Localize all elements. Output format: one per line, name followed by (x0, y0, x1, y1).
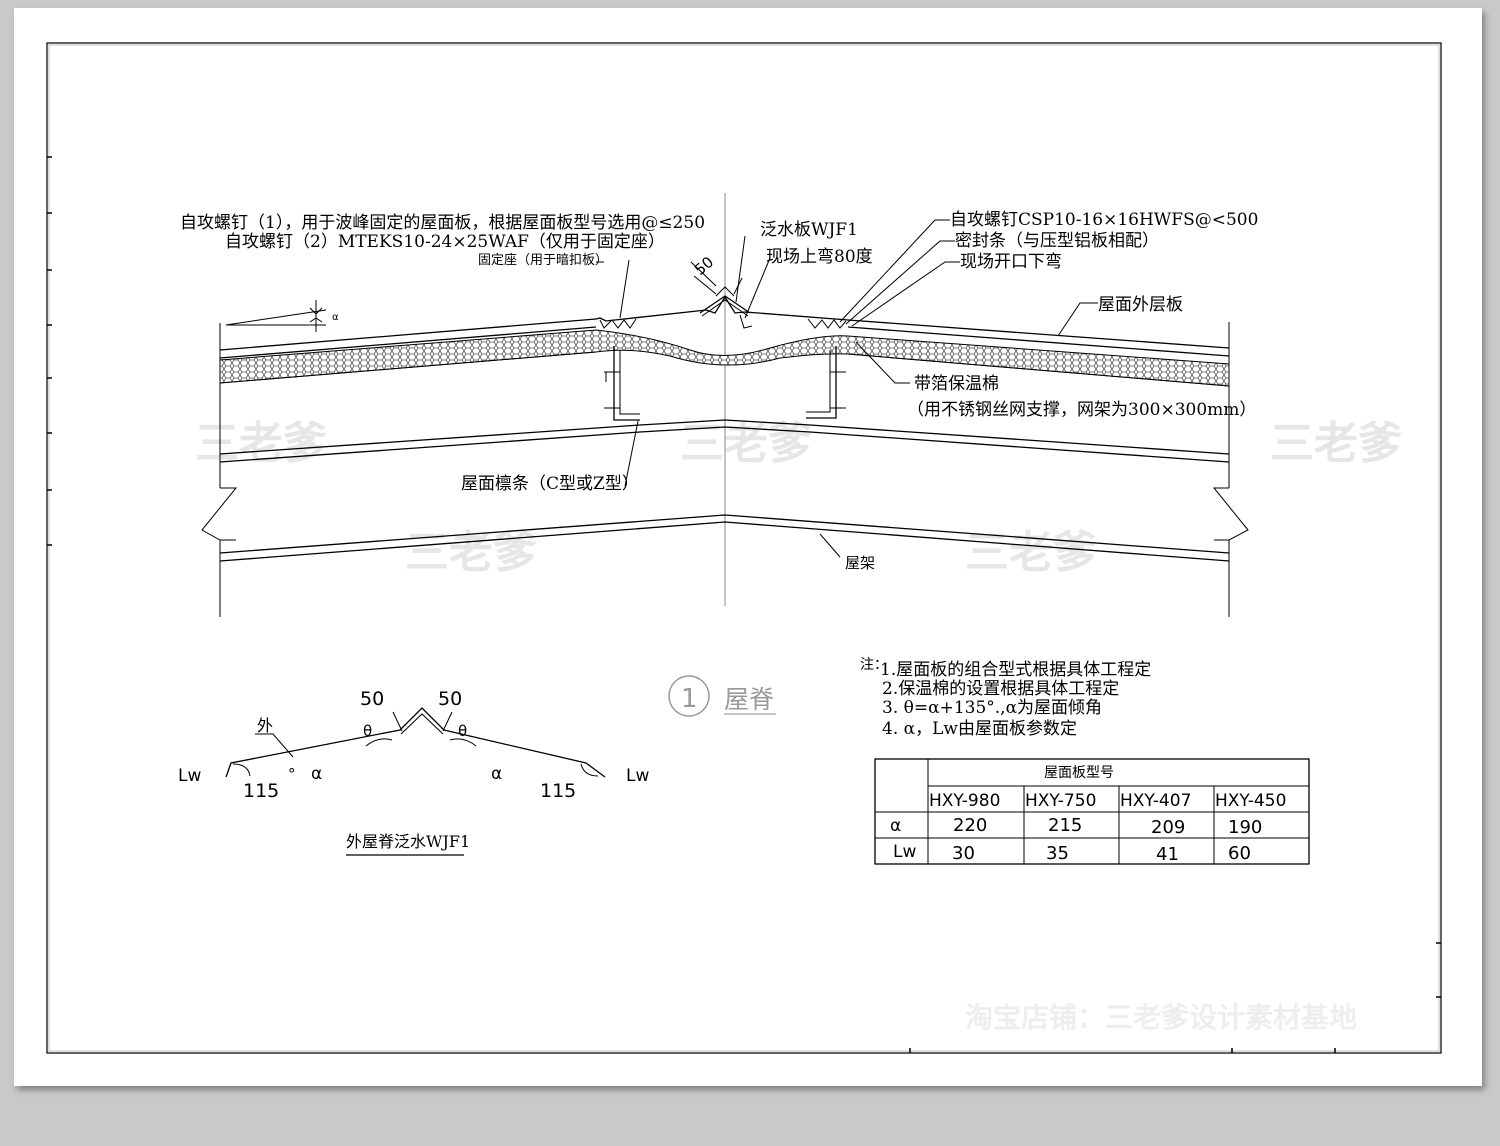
watermark-brand: 三老爹 (195, 418, 327, 469)
table-cell: 30 (952, 843, 975, 864)
frame-ticks (47, 156, 1441, 1053)
notes: 注： 1.屋面板的组合型式根据具体工程定 2.保温棉的设置根据具体工程定 3. … (860, 657, 1151, 739)
flashing-dim-50-left: 50 (360, 688, 384, 710)
purlin-left (604, 346, 640, 421)
label-outer-panel: 屋面外层板 (1098, 295, 1183, 315)
label-cut-bend: 现场开口下弯 (960, 252, 1062, 272)
flashing-alpha-right: α (491, 764, 502, 784)
detail-number: 1 (681, 684, 698, 714)
flashing-theta-right: θ (458, 722, 467, 740)
label-seal-strip: 密封条（与压型铝板相配） (955, 231, 1159, 251)
watermark-brand: 三老爹 (680, 418, 812, 469)
label-screw-3: 自攻螺钉CSP10-16×16HWFS@<500 (950, 210, 1258, 230)
table-row-label: α (890, 816, 901, 836)
dim-50-top: 50 (690, 253, 717, 287)
flashing-wjf1-detail: 50 50 θ θ 外 Lw Lw 115 115 ° α α 外屋脊泛水WJF… (178, 688, 649, 856)
label-insulation-note: （用不锈钢丝网支撑，网架为300×300mm） (907, 400, 1256, 420)
slope-indicator: α (225, 300, 339, 332)
panel-parameter-table: 屋面板型号 HXY-980 HXY-750 HXY-407 HXY-450 α … (874, 758, 1310, 865)
flashing-angle-left: 115 (243, 780, 279, 802)
watermark-shop: 淘宝店铺：三老爹设计素材基地 (965, 1001, 1357, 1034)
drawing-sheet: 三老爹 三老爹 三老爹 三老爹 三老爹 淘宝店铺：三老爹设计素材基地 (14, 8, 1482, 1086)
label-bend-80: 现场上弯80度 (766, 247, 873, 267)
detail-number-circle (668, 675, 710, 717)
flashing-lw-right: Lw (626, 766, 649, 786)
inner-frame-border (48, 44, 1440, 1052)
note-item-4: 4. α，Lw由屋面板参数定 (882, 719, 1077, 739)
table-row-label: Lw (893, 842, 916, 862)
label-flashing: 泛水板WJF1 (760, 220, 858, 240)
watermark-brand: 三老爹 (405, 527, 537, 578)
label-purlin: 屋面檩条（C型或Z型） (461, 474, 639, 494)
dim-50-label: 50 (691, 253, 717, 279)
watermark-brand: 三老爹 (965, 527, 1097, 578)
truss-top-chord (219, 419, 1230, 455)
label-fixed-seat: 固定座（用于暗扣板） (478, 253, 608, 268)
truss-bottom-chord (219, 514, 1230, 554)
detail-title: 1 屋脊 (668, 675, 776, 717)
flashing-title: 外屋脊泛水WJF1 (346, 832, 470, 851)
notes-prefix: 注： (860, 657, 888, 673)
note-item-2: 2.保温棉的设置根据具体工程定 (882, 679, 1119, 699)
flashing-angle-right: 115 (540, 780, 576, 802)
label-insulation: 带箔保温棉 (914, 374, 999, 394)
label-screw-1: 自攻螺钉（1），用于波峰固定的屋面板，根据屋面板型号选用@≤250 (180, 213, 705, 233)
detail-title-text: 屋脊 (724, 685, 774, 714)
table-col-header: HXY-980 (929, 791, 1000, 811)
table-cell: 35 (1046, 843, 1069, 864)
table-cell: 220 (953, 815, 987, 836)
note-item-1: 1.屋面板的组合型式根据具体工程定 (880, 660, 1151, 680)
flashing-dim-50-right: 50 (438, 688, 462, 710)
outer-roof-panel (219, 318, 597, 359)
ridge-section: α 50 自攻螺钉（1），用于波峰固定的屋面板，根据屋面板型号选用@≤250 自… (180, 193, 1258, 617)
table-cell: 60 (1228, 843, 1251, 864)
table-cell: 41 (1156, 844, 1179, 865)
table-col-header: HXY-750 (1025, 791, 1096, 811)
table-cell: 215 (1048, 815, 1082, 836)
flashing-theta-left: θ (363, 722, 372, 740)
leader-lines (596, 219, 1098, 558)
flashing-alpha-left: α (311, 764, 322, 784)
flashing-outer-label: 外 (257, 716, 273, 735)
slope-alpha-label: α (332, 312, 339, 323)
label-screw-2: 自攻螺钉（2）MTEKS10-24×25WAF（仅用于固定座） (225, 232, 665, 252)
flashing-lw-left: Lw (178, 766, 201, 786)
outer-frame (46, 42, 1442, 1054)
label-truss: 屋架 (845, 554, 875, 572)
flashing-degree: ° (288, 765, 296, 783)
table-col-header: HXY-407 (1120, 791, 1191, 811)
table-cell: 209 (1151, 817, 1185, 838)
watermarks: 三老爹 三老爹 三老爹 三老爹 三老爹 淘宝店铺：三老爹设计素材基地 (195, 418, 1402, 1034)
roof-ridge-detail-drawing: 三老爹 三老爹 三老爹 三老爹 三老爹 淘宝店铺：三老爹设计素材基地 (46, 42, 1442, 1054)
note-item-3: 3. θ=α+135°.,α为屋面倾角 (882, 698, 1102, 718)
table-col-header: HXY-450 (1215, 791, 1286, 811)
table-cell: 190 (1228, 817, 1262, 838)
table-group-header: 屋面板型号 (1044, 765, 1114, 781)
purlin-right (806, 346, 846, 419)
watermark-brand: 三老爹 (1270, 418, 1402, 469)
